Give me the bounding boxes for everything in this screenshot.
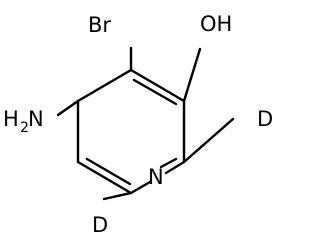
amino-h-label: H [3, 107, 19, 131]
bond-c4-c3 [129, 68, 186, 103]
double-bond-c3-c4-inner [132, 78, 178, 106]
bond-c6-c5 [76, 160, 133, 195]
bromine-label: Br [88, 13, 111, 37]
amino-n-label: N [28, 107, 44, 131]
bond-c2-n1 [164, 160, 186, 175]
bond-c3-oh [182, 47, 202, 103]
hydroxyl-label: OH [200, 12, 232, 36]
bond-c6-d [102, 191, 133, 201]
deuterium-right-label: D [257, 107, 273, 131]
amino-subscript-label: 2 [20, 120, 29, 136]
ring-nitrogen-label: N [148, 165, 164, 189]
double-bond-c2-n1-inner [159, 157, 178, 169]
bond-c5-nh2 [56, 99, 80, 117]
bond-c2-d [182, 117, 235, 164]
double-bond-c5-c6-inner [85, 157, 132, 186]
bond-n1-c6 [129, 180, 152, 195]
bond-c4-c5-top [76, 68, 133, 103]
deuterium-bottom-label: D [92, 213, 108, 236]
structure-diagram: Br OH N D D H 2 N [3, 12, 273, 236]
